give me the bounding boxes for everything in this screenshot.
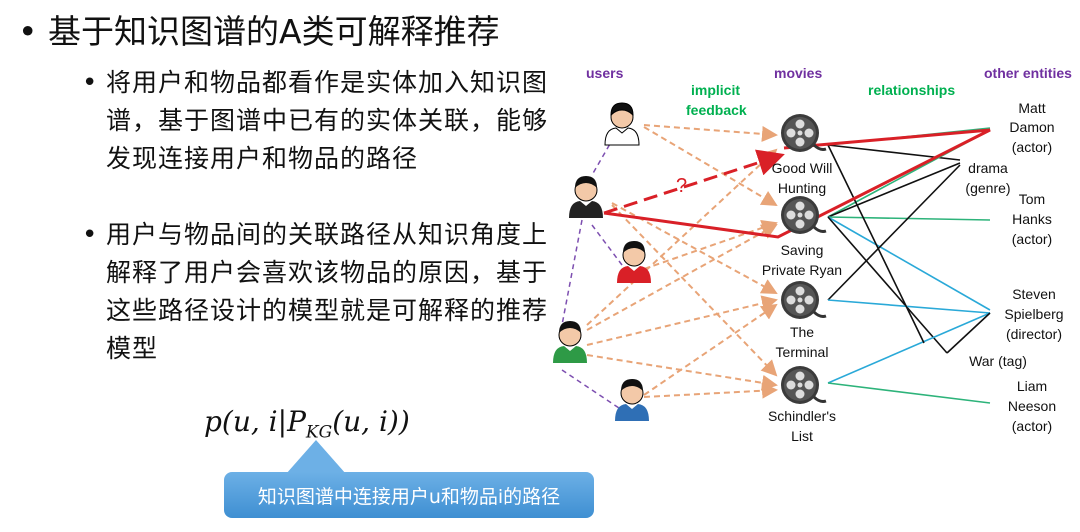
entity-drama-2: (genre): [965, 180, 1010, 196]
header-users: users: [586, 65, 624, 81]
header-other-entities: other entities: [984, 65, 1072, 81]
entity-tom-2: Hanks: [1012, 211, 1052, 227]
entity-steven-1: Steven: [1012, 286, 1056, 302]
relationship-lines: [827, 127, 991, 404]
entity-matt-1: Matt: [1018, 100, 1045, 116]
entity-liam-2: Neeson: [1008, 398, 1056, 414]
predicted-link-arrow: [603, 149, 785, 215]
header-movies: movies: [774, 65, 822, 81]
formula-suffix: (u, i)): [332, 405, 410, 438]
user-icon-1: [604, 102, 640, 146]
formula-prefix: p(u, i|P: [204, 405, 306, 438]
entity-matt-3: (actor): [1012, 139, 1052, 155]
entity-tom-3: (actor): [1012, 231, 1052, 247]
bullet-dot-1: •: [82, 68, 98, 98]
header-feedback: feedback: [686, 102, 747, 118]
movie-label-3a: The: [790, 324, 814, 340]
question-mark: ?: [676, 175, 687, 197]
user-similarity-links: [561, 136, 623, 411]
movie-reel-icon-4: [779, 364, 828, 406]
entity-tom-1: Tom: [1019, 191, 1045, 207]
explanation-path: [603, 128, 991, 239]
entity-liam-3: (actor): [1012, 418, 1052, 434]
knowledge-graph-diagram: users implicit feedback movies relations…: [552, 65, 1072, 444]
title-bullet: •: [18, 12, 38, 51]
entity-steven-2: Spielberg: [1004, 306, 1063, 322]
user-icon-target: [568, 175, 604, 219]
entity-drama-1: drama: [968, 160, 1008, 176]
header-relationships: relationships: [868, 82, 955, 98]
entity-liam-1: Liam: [1017, 378, 1047, 394]
header-implicit: implicit: [691, 82, 740, 98]
formula: p(u, i|PKG(u, i)): [204, 405, 410, 443]
bullet-text-2: 用户与物品间的关联路径从知识角度上解释了用户会喜欢该物品的原因，基于这些路径设计…: [106, 220, 549, 363]
entity-war: War (tag): [969, 353, 1027, 369]
movie-label-4b: List: [791, 428, 813, 444]
movie-label-3b: Terminal: [776, 344, 829, 360]
bullet-dot-2: •: [82, 220, 98, 250]
movie-reel-icon-3: [779, 279, 828, 321]
entity-matt-2: Damon: [1009, 119, 1054, 135]
movie-label-2a: Saving: [781, 242, 824, 258]
user-icon-4: [552, 320, 588, 364]
callout-box: 知识图谱中连接用户u和物品i的路径: [224, 472, 594, 518]
formula-subscript: KG: [305, 422, 333, 443]
slide-title: 基于知识图谱的A类可解释推荐: [48, 12, 500, 51]
callout-text: 知识图谱中连接用户u和物品i的路径: [257, 485, 561, 508]
user-icon-3: [616, 240, 652, 284]
movie-label-4a: Schindler's: [768, 408, 836, 424]
entity-steven-3: (director): [1006, 326, 1062, 342]
implicit-feedback-arrows: [586, 124, 778, 399]
callout-pointer: [286, 440, 346, 474]
user-icon-5: [614, 378, 650, 422]
movie-label-1a: Good Will: [772, 160, 833, 176]
bullet-text-1: 将用户和物品都看作是实体加入知识图谱，基于图谱中已有的实体关联，能够发现连接用户…: [106, 68, 549, 173]
movie-label-1b: Hunting: [778, 180, 826, 196]
movie-label-2b: Private Ryan: [762, 262, 842, 278]
